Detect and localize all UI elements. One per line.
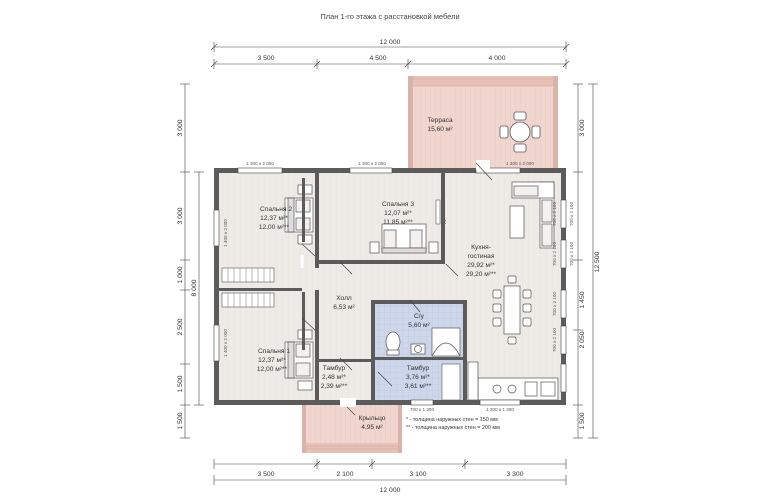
- dim-left-outer: 8 000: [191, 279, 198, 296]
- bedroom2-wardrobe: [221, 267, 275, 283]
- kitchen-counter: [467, 361, 559, 401]
- dim-left-5: 1 500: [177, 375, 184, 392]
- bedroom3-area2: 11,85 м²**: [383, 219, 413, 226]
- window-label-11: 700 х 2 100: [569, 242, 574, 266]
- terrace-table: [499, 111, 541, 153]
- dim-top-1: 3 500: [257, 55, 274, 62]
- bedroom1-wardrobe: [221, 292, 275, 308]
- kitchen-area1: 29,92 м²*: [467, 262, 495, 269]
- dim-right-3: 2 050: [579, 331, 586, 348]
- bedroom2-name: Спальня 2: [260, 206, 292, 213]
- window-label-6: 700 х 2 100: [552, 202, 557, 226]
- dim-top-3: 4 000: [488, 55, 505, 62]
- vestibule2-name: Тамбур: [407, 364, 430, 372]
- dim-right-1: 3 000: [579, 119, 586, 136]
- window-label-7: 700 х 2 100: [552, 242, 557, 266]
- vestibule1-area1: 2,48 м²*: [322, 374, 346, 381]
- window-label-8: 700 х 2 100: [552, 292, 557, 316]
- bedroom3-area1: 12,07 м²*: [384, 210, 412, 217]
- kitchen-sofa: [511, 181, 555, 249]
- dim-top-total: 12 000: [380, 39, 401, 46]
- dim-right-4: 1 500: [579, 412, 586, 429]
- kitchen-area2: 29,20 м²**: [466, 271, 497, 278]
- dim-left-6: 1 500: [177, 412, 184, 429]
- bedroom1-name: Спальня 1: [258, 348, 290, 355]
- dim-bottom-2: 2 100: [336, 471, 353, 478]
- dim-left-4: 2 500: [177, 318, 184, 335]
- porch-area: 4,95 м²: [361, 424, 383, 431]
- window-label-2: 1 300 х 2 000: [358, 161, 386, 166]
- kitchen-name1: Кухня-: [471, 244, 491, 251]
- bedroom1-area2: 12,00 м²**: [257, 366, 288, 373]
- bathroom-fixtures: [385, 327, 461, 357]
- hall-area: 6,53 м²: [333, 304, 355, 311]
- note-wall-200: ** - толщина наружных стен = 200 мм: [406, 425, 500, 431]
- bedroom1-area1: 12,37 м²*: [258, 357, 286, 364]
- dim-bottom-3: 3 100: [409, 471, 426, 478]
- windows: [213, 167, 567, 406]
- hall-name: Холл: [336, 295, 352, 302]
- window-label-10: 700 х 2 100: [569, 202, 574, 226]
- coffee-table: [509, 205, 525, 239]
- bedroom2-area2: 12,00 м²**: [259, 224, 290, 231]
- bedroom3-name: Спальня 3: [382, 201, 414, 208]
- dim-bottom-total: 12 000: [380, 487, 401, 494]
- porch: [302, 405, 402, 453]
- porch-name: Крыльцо: [359, 415, 386, 422]
- dim-bottom-1: 3 500: [257, 471, 274, 478]
- vestibule2-area2: 3,61 м²**: [405, 383, 432, 390]
- dimensions: [180, 42, 598, 485]
- page-title: План 1-го этажа с расстановкой мебели: [320, 12, 460, 21]
- dim-top-2: 4 500: [369, 55, 386, 62]
- dim-right-2: 1 450: [579, 291, 586, 308]
- dim-left-1: 3 000: [177, 119, 184, 136]
- vestibule-wardrobe: [441, 363, 461, 401]
- window-label-5: 1 400 х 2 000: [223, 329, 228, 357]
- window-label-13: 1 300 х 1 300: [486, 407, 514, 412]
- dining-table: [492, 275, 532, 345]
- kitchen-name2: гостиная: [468, 253, 495, 260]
- window-label-12: 700 х 1 300: [410, 407, 434, 412]
- vestibule1-name: Тамбур: [323, 364, 346, 372]
- tv: [435, 199, 441, 225]
- terrace-name: Терраса: [427, 117, 453, 124]
- doors: [300, 160, 493, 416]
- window-label-4: 1 400 х 2 000: [223, 219, 228, 247]
- window-label-9: 700 х 2 100: [552, 328, 557, 352]
- bedroom2-area1: 12,37 м²*: [260, 215, 288, 222]
- vestibule1-area2: 2,39 м²**: [321, 383, 348, 390]
- bathroom-name: С/у: [414, 313, 425, 320]
- window-label-1: 1 300 х 2 000: [246, 161, 274, 166]
- vestibule2-area1: 3,76 м²*: [406, 374, 430, 381]
- dim-left-3: 1 000: [177, 266, 184, 283]
- bathroom-area: 5,60 м²: [408, 322, 430, 329]
- dim-bottom-4: 3 300: [506, 471, 523, 478]
- dim-right-outer: 12 500: [594, 251, 601, 272]
- terrace: [408, 76, 558, 168]
- dim-left-2: 3 000: [177, 207, 184, 224]
- window-label-3: 1 300 х 2 000: [506, 161, 534, 166]
- terrace-area: 15,60 м²: [427, 126, 453, 133]
- bedroom3-bed: [369, 223, 439, 254]
- note-wall-150: * - толщина наружных стен = 150 мм: [406, 417, 498, 423]
